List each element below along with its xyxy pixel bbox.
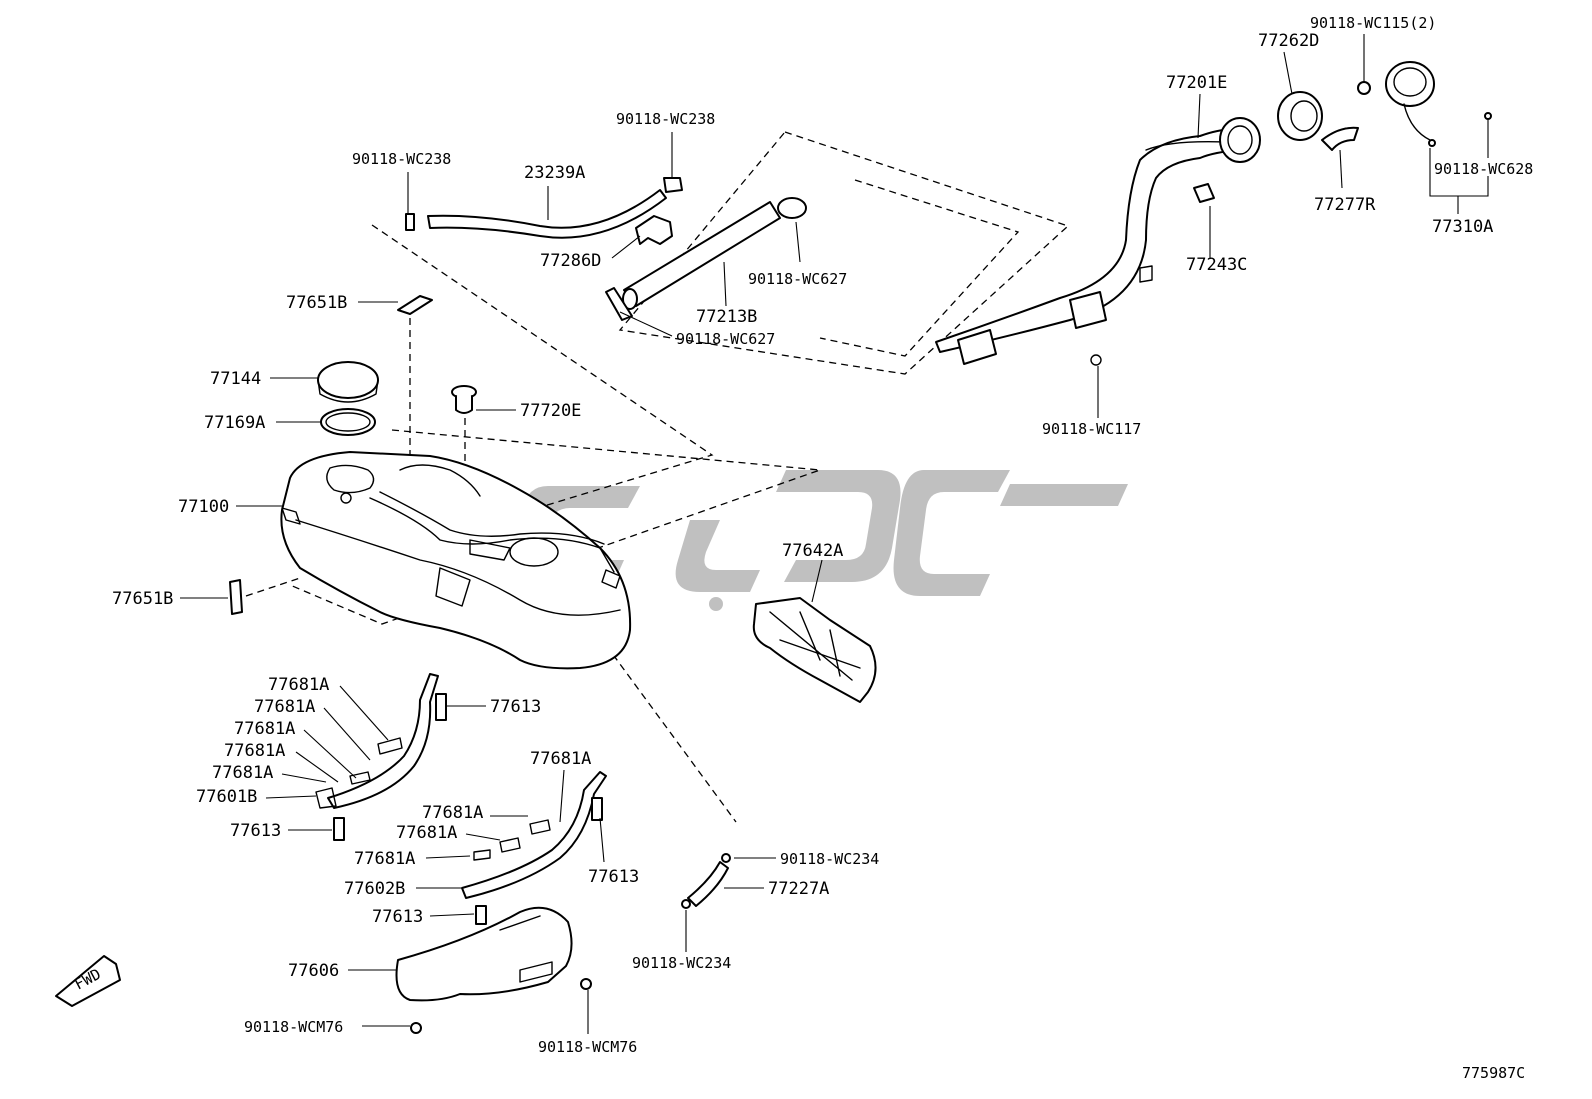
label-77601B[interactable]: 77601B — [196, 787, 257, 807]
label-77642A[interactable]: 77642A — [782, 541, 843, 561]
label-77201E[interactable]: 77201E — [1166, 73, 1227, 93]
label-23239A[interactable]: 23239A — [524, 163, 585, 183]
label-77243C[interactable]: 77243C — [1186, 255, 1247, 275]
label-77681A-2[interactable]: 77681A — [254, 697, 315, 717]
label-77169A[interactable]: 77169A — [204, 413, 265, 433]
label-77681A-1[interactable]: 77681A — [268, 675, 329, 695]
label-90118-wc238-left[interactable]: 90118-WC238 — [352, 150, 451, 168]
label-77681A-3[interactable]: 77681A — [234, 719, 295, 739]
label-77613-2[interactable]: 77613 — [230, 821, 281, 841]
strap-77601B — [315, 673, 439, 809]
label-90118-wc115[interactable]: 90118-WC115(2) — [1310, 14, 1436, 32]
label-77144[interactable]: 77144 — [210, 369, 261, 389]
label-77681A-4[interactable]: 77681A — [224, 741, 285, 761]
label-77606[interactable]: 77606 — [288, 961, 339, 981]
diagram-reference-number: 775987C — [1462, 1064, 1525, 1082]
fwd-arrow-icon: FWD — [55, 955, 121, 1007]
label-77100[interactable]: 77100 — [178, 497, 229, 517]
leader-lines — [180, 34, 1489, 1034]
label-90118-wc117[interactable]: 90118-WC117 — [1042, 420, 1141, 438]
label-90118-wc234-a[interactable]: 90118-WC234 — [780, 850, 879, 868]
pad-77651B-bottom — [229, 579, 243, 615]
valve-77720E — [451, 385, 477, 414]
label-90118-wc238-top[interactable]: 90118-WC238 — [616, 110, 715, 128]
seal-77277R — [1321, 126, 1359, 151]
hose-77227A — [681, 853, 731, 909]
gasket-77169A — [320, 408, 376, 436]
label-90118-wc627-b[interactable]: 90118-WC627 — [676, 330, 775, 348]
label-77681A-5[interactable]: 77681A — [212, 763, 273, 783]
label-77213B[interactable]: 77213B — [696, 307, 757, 327]
protector-77642A — [752, 597, 877, 703]
clamp-77286D — [635, 215, 673, 245]
label-90118-wc628[interactable]: 90118-WC628 — [1434, 160, 1533, 178]
label-77651B-top[interactable]: 77651B — [286, 293, 347, 313]
label-77286D[interactable]: 77286D — [540, 251, 601, 271]
lock-ring-77144 — [317, 361, 379, 403]
fuel-cap-77310A — [1385, 61, 1492, 147]
grommet-77243C — [1193, 183, 1215, 203]
filler-hose-77213B — [605, 197, 807, 321]
part-labels: 90118-WC238 23239A 90118-WC238 77286D 90… — [112, 14, 1533, 1082]
label-77681A-6[interactable]: 77681A — [530, 749, 591, 769]
label-77681A-9[interactable]: 77681A — [354, 849, 415, 869]
label-90118-wc234-b[interactable]: 90118-WC234 — [632, 954, 731, 972]
label-90118-wcm76-b[interactable]: 90118-WCM76 — [538, 1038, 637, 1056]
label-90118-wc627-a[interactable]: 90118-WC627 — [748, 270, 847, 288]
label-77227A[interactable]: 77227A — [768, 879, 829, 899]
fuel-tank — [280, 451, 632, 670]
label-77720E[interactable]: 77720E — [520, 401, 581, 421]
filler-pipe-77201E — [935, 117, 1261, 366]
label-77613-4[interactable]: 77613 — [372, 907, 423, 927]
label-77681A-7[interactable]: 77681A — [422, 803, 483, 823]
label-77277R[interactable]: 77277R — [1314, 195, 1376, 215]
label-90118-wcm76-a[interactable]: 90118-WCM76 — [244, 1018, 343, 1036]
label-77681A-8[interactable]: 77681A — [396, 823, 457, 843]
hose-23239A — [405, 177, 683, 239]
bolt-77613-set — [333, 693, 603, 925]
housing-77262D — [1277, 81, 1371, 141]
label-77602B[interactable]: 77602B — [344, 879, 405, 899]
label-77310A[interactable]: 77310A — [1432, 217, 1493, 237]
label-77613-1[interactable]: 77613 — [490, 697, 541, 717]
pad-77651B-top — [397, 295, 433, 315]
shield-77606 — [395, 906, 592, 1034]
label-77613-3[interactable]: 77613 — [588, 867, 639, 887]
label-77651B-bottom[interactable]: 77651B — [112, 589, 173, 609]
label-77262D[interactable]: 77262D — [1258, 31, 1319, 51]
strap-77602B — [461, 771, 607, 899]
